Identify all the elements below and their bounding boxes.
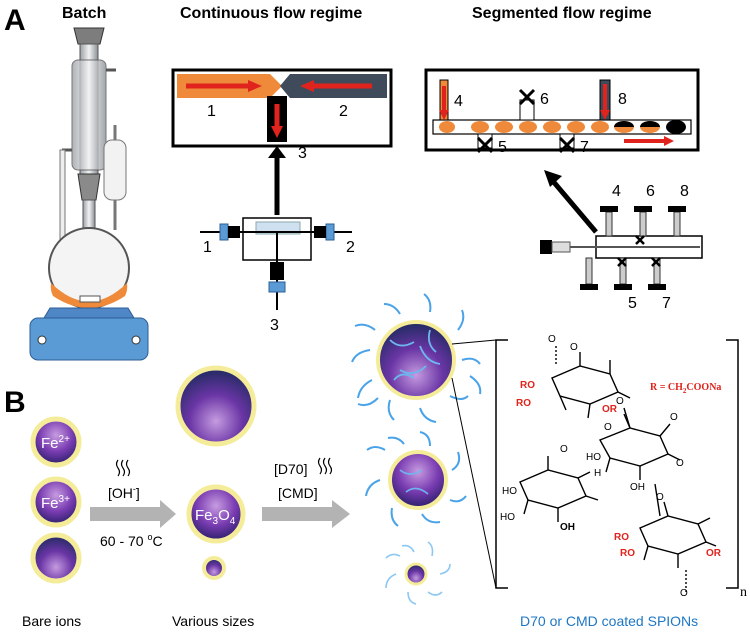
svg-text:O: O: [670, 412, 678, 423]
svg-text:O: O: [680, 588, 688, 599]
device-label-7: 7: [662, 295, 671, 312]
step1-arrow: [90, 500, 176, 528]
r-definition: R = CH2COONa: [650, 382, 721, 395]
fe3-label: Fe3+: [41, 494, 70, 512]
svg-text:O: O: [560, 444, 568, 455]
svg-text:HO: HO: [586, 452, 601, 463]
repeat-unit-n: n: [740, 585, 747, 600]
caption-coated: D70 or CMD coated SPIONs: [520, 613, 698, 629]
panel-b-label: B: [4, 386, 26, 419]
svg-text:HO: HO: [502, 486, 517, 497]
svg-text:OR: OR: [602, 404, 618, 415]
device-label-8: 8: [680, 183, 689, 200]
continuous-title: Continuous flow regime: [180, 5, 362, 22]
batch-apparatus: [29, 27, 149, 361]
heat-symbol-2: [317, 457, 333, 475]
caption-bare-ions: Bare ions: [22, 613, 81, 629]
heat-symbol-1: [115, 459, 131, 477]
device-label-5: 5: [628, 295, 637, 312]
svg-text:O: O: [656, 492, 664, 503]
cmd-label: [CMD]: [278, 485, 318, 501]
panel-a-label: A: [4, 4, 26, 37]
svg-text:OH: OH: [560, 522, 575, 533]
continuous-label-1: 1: [207, 103, 216, 120]
zoom-line-top: [451, 339, 497, 345]
svg-text:O: O: [676, 458, 684, 469]
continuous-label-2: 2: [339, 103, 348, 120]
bracket-left: [495, 339, 508, 589]
segmented-title: Segmented flow regime: [472, 5, 652, 22]
segmented-label-6: 6: [540, 91, 549, 108]
bracket-right: [726, 339, 739, 589]
svg-text:HO: HO: [500, 512, 515, 523]
fe3o4-label: Fe3O4: [195, 507, 236, 527]
mixer-label-3: 3: [270, 317, 279, 334]
various-size-particles: [175, 365, 257, 580]
continuous-t-mixer: [200, 217, 352, 310]
oh-reagent: [OH-]: [108, 484, 140, 501]
mixer-label-2: 2: [346, 239, 355, 256]
mixer-label-1: 1: [203, 239, 212, 256]
coated-particle-large: [351, 293, 482, 423]
svg-text:RO: RO: [516, 398, 531, 409]
coated-particle-medium: [365, 431, 467, 527]
svg-text:O: O: [604, 422, 612, 433]
temp-label: 60 - 70 oC: [100, 532, 163, 549]
fe2-label: Fe2+: [41, 434, 70, 452]
batch-title: Batch: [62, 5, 106, 22]
svg-text:O: O: [548, 334, 556, 345]
caption-various-sizes: Various sizes: [172, 613, 254, 629]
continuous-detail-box: [171, 68, 393, 148]
device-label-4: 4: [612, 183, 621, 200]
svg-text:RO: RO: [614, 532, 629, 543]
segmented-detail-box: [424, 68, 700, 154]
segmented-label-8: 8: [618, 91, 627, 108]
svg-text:O: O: [570, 342, 578, 353]
bare-ions: [30, 416, 82, 584]
coated-particle-small: [385, 541, 451, 605]
svg-text:O: O: [616, 396, 624, 407]
svg-text:RO: RO: [620, 548, 635, 559]
dextran-structure: [519, 346, 717, 592]
continuous-up-arrow: [268, 146, 286, 158]
segmented-label-5: 5: [498, 139, 507, 156]
segmented-arrow: [544, 170, 562, 187]
svg-text:OH: OH: [630, 482, 645, 493]
continuous-label-3: 3: [298, 145, 307, 162]
segmented-label-4: 4: [454, 93, 463, 110]
zoom-line-bottom: [451, 377, 497, 589]
svg-text:RO: RO: [520, 380, 535, 391]
svg-text:OR: OR: [706, 548, 722, 559]
device-label-6: 6: [646, 183, 655, 200]
segmented-label-7: 7: [580, 139, 589, 156]
step2-arrow: [262, 500, 350, 528]
svg-text:H: H: [594, 468, 601, 479]
d70-label: [D70]: [274, 461, 307, 477]
segmented-device: [540, 206, 703, 290]
